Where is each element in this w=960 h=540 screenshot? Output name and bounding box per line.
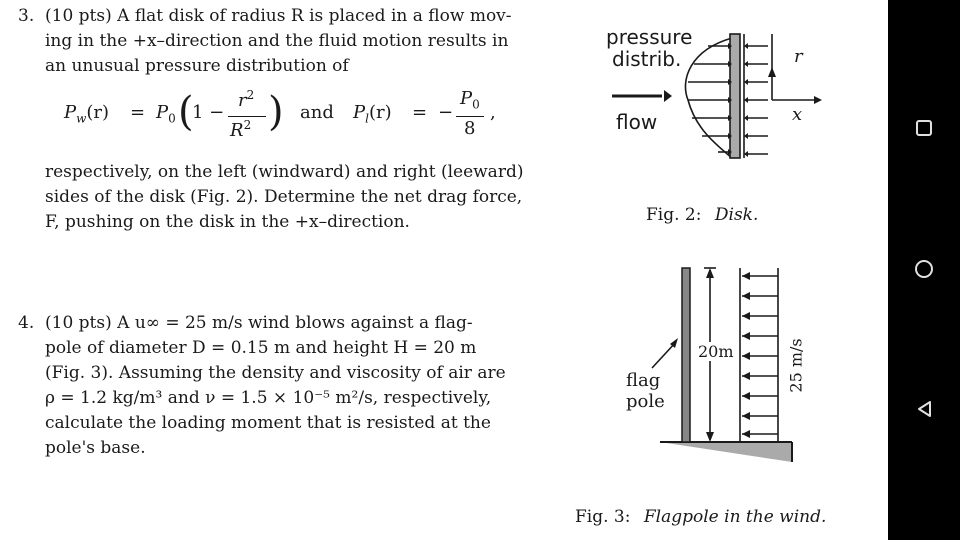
eq-arg: (r) xyxy=(86,102,110,123)
right-paren: ) xyxy=(268,89,284,135)
disk xyxy=(729,33,741,159)
eq-symbol: P xyxy=(353,102,366,123)
flag-pointer-head xyxy=(670,338,678,348)
navigation-bar xyxy=(888,0,960,540)
eq-equals: = xyxy=(130,102,146,123)
eq-minus: − xyxy=(438,102,454,123)
flow-arrowhead xyxy=(664,90,672,102)
caption-title: Flagpole in the wind. xyxy=(643,507,827,527)
problem-line: sides of the disk (Fig. 2). Determine th… xyxy=(45,187,523,207)
eq-and: and xyxy=(300,102,334,123)
figure-3-flagpole xyxy=(651,267,793,462)
problem-line: pole's base. xyxy=(45,438,146,458)
problem-line: ρ = 1.2 kg/m³ and ν = 1.5 × 10⁻⁵ m²/s, r… xyxy=(45,388,492,408)
eq-subscript: 0 xyxy=(472,97,480,112)
fraction-bar xyxy=(456,116,484,117)
label-x: x xyxy=(792,104,803,125)
problem-line: (10 pts) A u∞ = 25 m/s wind blows agains… xyxy=(45,313,473,333)
document-page: 3. (10 pts) A flat disk of radius R is p… xyxy=(18,4,827,527)
figure-3-caption: Fig. 3: Flagpole in the wind. xyxy=(575,507,826,527)
pressure-equation: Pw(r) = P0 ( 1 − r2 R2 ) and Pl(r) = − P… xyxy=(60,88,520,148)
eq-symbol: r xyxy=(238,90,247,111)
problem-line: calculate the loading moment that is res… xyxy=(45,413,491,433)
problem-line: pole of diameter D = 0.15 m and height H… xyxy=(45,338,477,358)
label-flow: flow xyxy=(616,110,658,134)
eq-arg: (r) xyxy=(368,102,392,123)
label-speed: 25 m/s xyxy=(786,338,806,393)
label-pole: pole xyxy=(626,391,665,412)
eq-denominator: 8 xyxy=(464,118,476,139)
problem-line: an unusual pressure distribution of xyxy=(45,56,349,76)
eq-subscript: 0 xyxy=(168,111,176,126)
flag-pointer xyxy=(651,341,677,369)
label-flagpole: flag pole xyxy=(626,370,665,412)
x-arrowhead xyxy=(814,96,822,104)
problem-number: 4. xyxy=(18,313,35,333)
label-flag: flag xyxy=(626,370,661,391)
caption-title: Disk. xyxy=(714,205,759,225)
eq-superscript: 2 xyxy=(246,88,255,102)
home-button[interactable] xyxy=(900,245,948,293)
back-triangle-icon xyxy=(918,401,931,417)
eq-subscript: w xyxy=(76,111,87,126)
figure-2-disk xyxy=(612,33,822,159)
problem-line: (10 pts) A flat disk of radius R is plac… xyxy=(45,6,512,26)
label-distrib: distrib. xyxy=(612,47,682,71)
problem-number: 3. xyxy=(18,6,35,26)
home-circle-icon xyxy=(915,260,933,278)
fraction-bar xyxy=(228,116,266,117)
figure-2-caption: Fig. 2: Disk. xyxy=(646,205,758,225)
label-pressure: pressure xyxy=(606,25,693,49)
eq-comma: , xyxy=(490,102,496,123)
figure-2-label-pressure: pressure distrib. xyxy=(606,26,692,70)
problem-3-continued: respectively, on the left (windward) and… xyxy=(18,160,528,235)
eq-symbol: R xyxy=(230,120,244,141)
left-paren: ( xyxy=(178,89,194,135)
dim-arrow-bottom xyxy=(706,432,714,442)
pressure-arrows xyxy=(688,45,728,153)
recents-square-icon xyxy=(916,120,932,136)
dim-arrow-top xyxy=(706,268,714,278)
problem-line: respectively, on the left (windward) and… xyxy=(45,162,524,182)
problem-line: F, pushing on the disk in the +x–directi… xyxy=(45,212,410,232)
problem-line: ing in the +x–direction and the fluid mo… xyxy=(45,31,509,51)
eq-subscript: l xyxy=(365,111,369,126)
leeward-arrows xyxy=(748,45,768,155)
problem-3: 3. (10 pts) A flat disk of radius R is p… xyxy=(18,4,528,79)
r-arrowhead xyxy=(768,67,776,77)
eq-equals: = xyxy=(412,102,428,123)
eq-symbol: P xyxy=(460,88,473,109)
problem-line: (Fig. 3). Assuming the density and visco… xyxy=(45,363,506,383)
eq-symbol: P xyxy=(64,102,77,123)
eq-superscript: 2 xyxy=(243,118,252,132)
pressure-profile-curve xyxy=(684,37,733,159)
caption-prefix: Fig. 3: xyxy=(575,507,631,527)
ground xyxy=(660,442,792,462)
label-r: r xyxy=(794,46,803,67)
recents-button[interactable] xyxy=(900,104,948,152)
eq-one-minus: 1 − xyxy=(192,102,225,123)
caption-prefix: Fig. 2: xyxy=(646,205,702,225)
eq-symbol: P xyxy=(156,102,169,123)
label-height: 20m xyxy=(696,342,736,361)
problem-4: 4. (10 pts) A u∞ = 25 m/s wind blows aga… xyxy=(18,311,528,461)
flagpole xyxy=(681,267,691,443)
back-button[interactable] xyxy=(900,385,948,433)
